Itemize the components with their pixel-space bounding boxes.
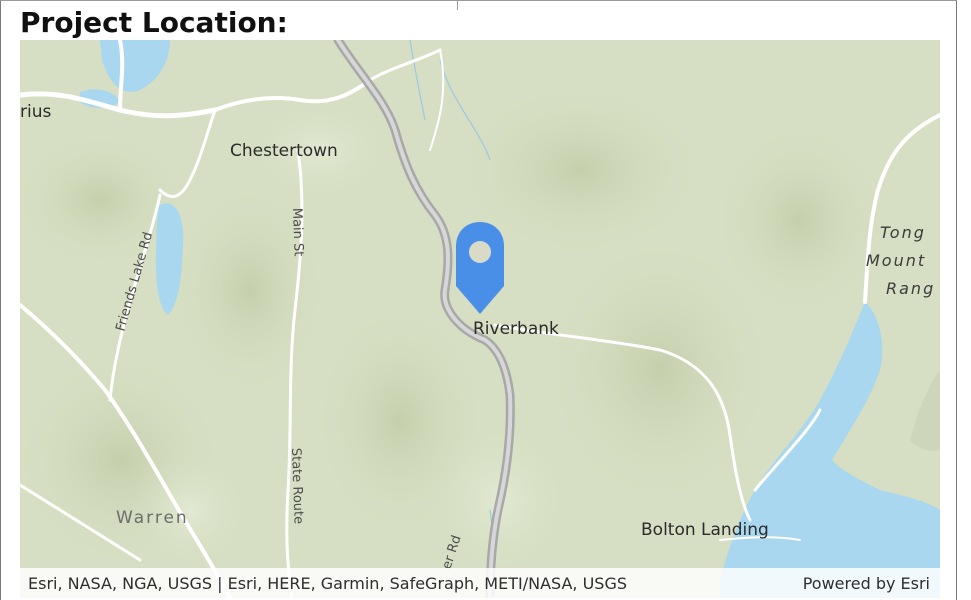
map-label-main-st: Main St	[289, 208, 306, 257]
map-label-state-route: State Route	[288, 448, 306, 525]
top-divider-tick	[457, 0, 458, 10]
page-heading: Project Location:	[20, 6, 288, 39]
water-bodies	[80, 40, 940, 598]
road-network	[20, 40, 940, 598]
map-label-tong: Tong	[880, 223, 926, 242]
map-label-mount: Mount	[866, 251, 926, 270]
highway	[333, 40, 515, 598]
map-canvas[interactable]: rius Chestertown Friends Lake Rd Main St…	[20, 40, 940, 598]
map-pin-icon[interactable]	[456, 222, 504, 314]
map-attribution: Esri, NASA, NGA, USGS | Esri, HERE, Garm…	[20, 568, 940, 598]
map-label-chestertown: Chestertown	[230, 141, 338, 161]
map-label-rius: rius	[20, 102, 51, 122]
map-view[interactable]: rius Chestertown Friends Lake Rd Main St…	[20, 40, 940, 598]
powered-by-esri-link[interactable]: Powered by Esri	[802, 573, 930, 593]
map-label-warren: Warren	[116, 508, 189, 528]
top-divider	[0, 0, 957, 1]
map-label-rang: Rang	[886, 279, 935, 298]
map-label-bolton-landing: Bolton Landing	[641, 520, 769, 540]
terrain-shading	[20, 80, 890, 580]
attribution-credits[interactable]: Esri, NASA, NGA, USGS | Esri, HERE, Garm…	[28, 573, 628, 593]
map-label-riverbank: Riverbank	[473, 319, 559, 339]
